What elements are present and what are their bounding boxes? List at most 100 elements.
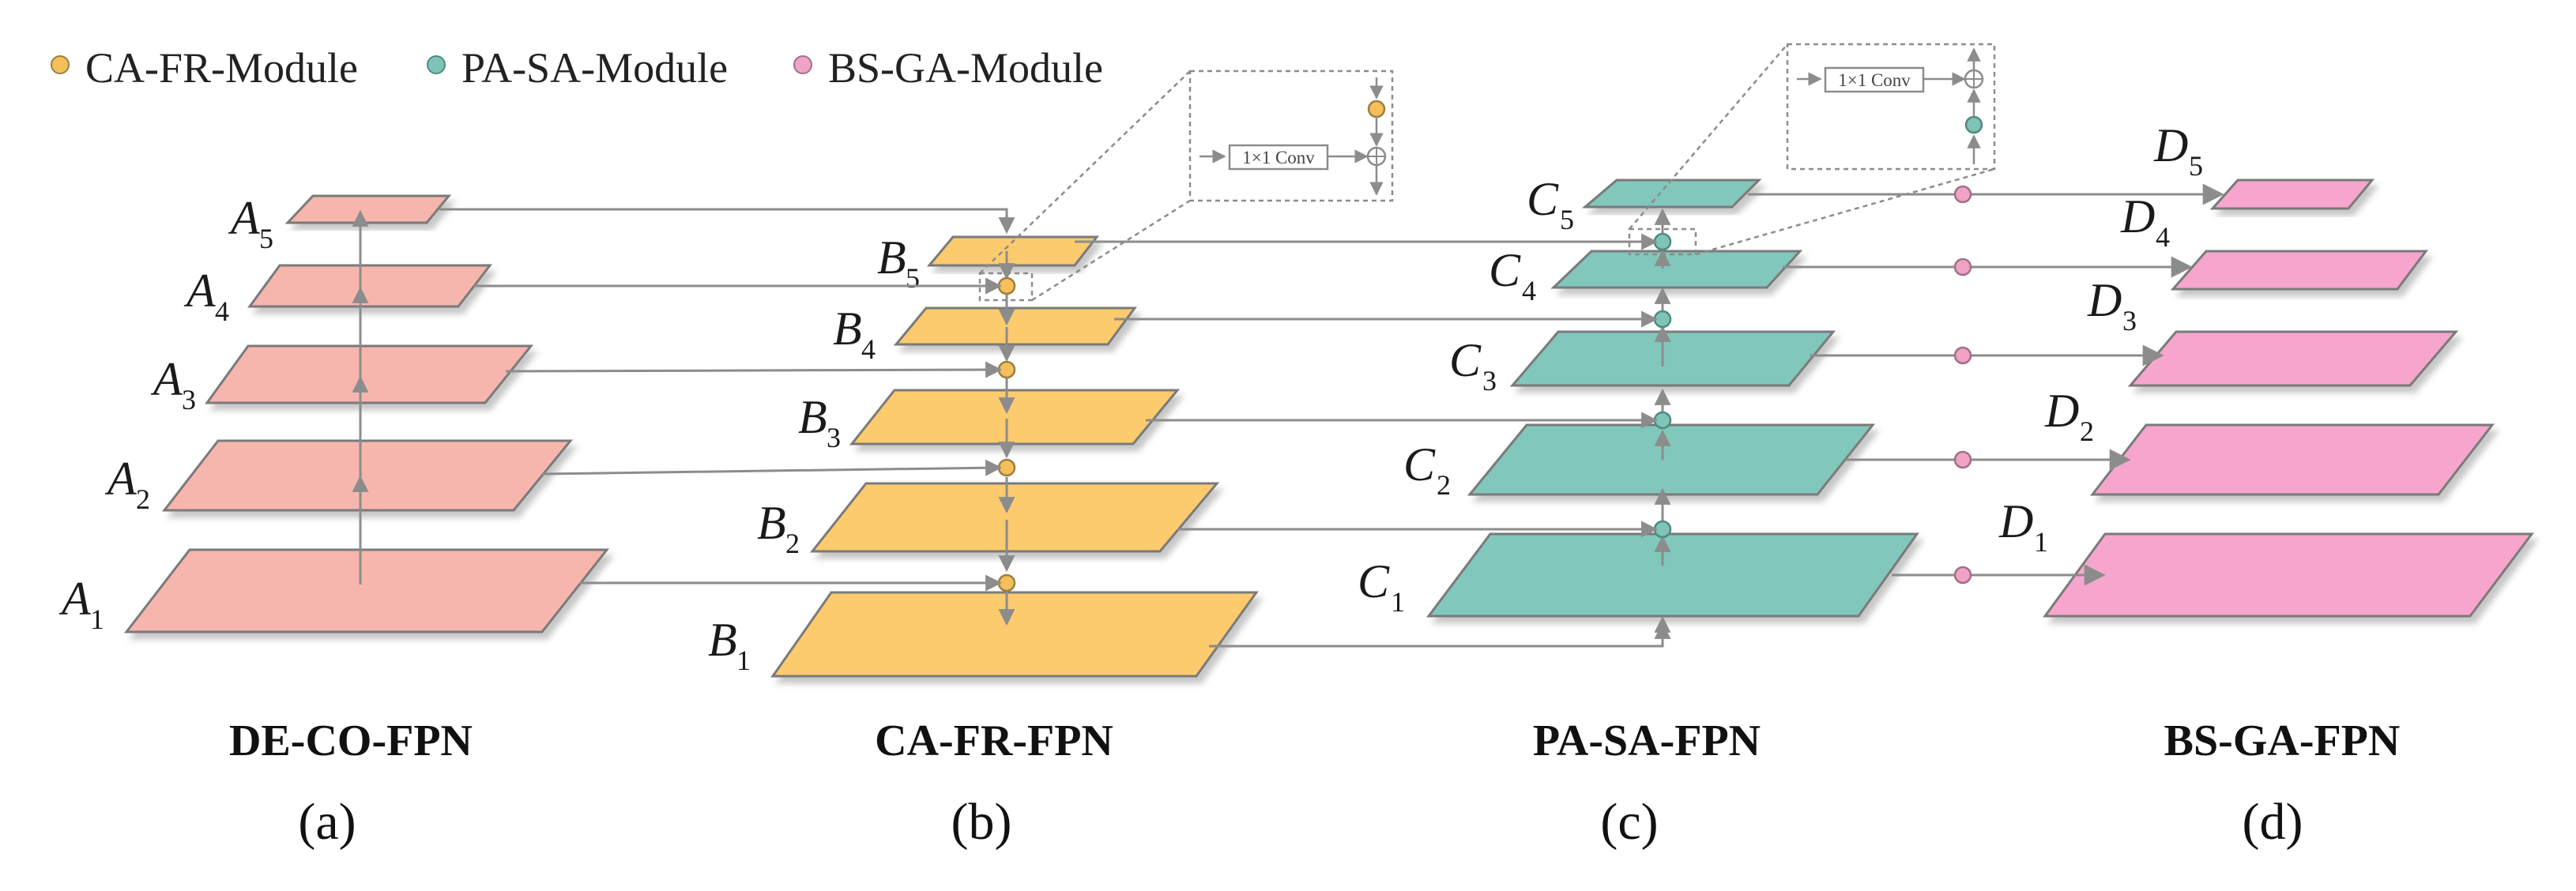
layer-a1 [123,548,610,633]
pa-sa-module-icon [1653,310,1672,329]
svg-text:C: C [1449,334,1482,386]
ca-fr-module-icon [997,458,1016,477]
svg-text:A: A [228,192,260,244]
svg-text:2: 2 [2080,415,2094,447]
inset-c-box [1786,43,1996,171]
inset-c-dashed-box-small [1628,227,1697,256]
layer-a4 [247,264,493,308]
svg-text:3: 3 [2122,305,2137,336]
bs-ga-module-icon [1953,450,1972,469]
svg-text:2: 2 [1437,469,1451,501]
bs-ga-module-icon [1953,185,1972,204]
svg-text:B: B [833,303,862,355]
svg-text:B: B [708,614,737,666]
svg-text:D: D [2044,385,2079,437]
ca-fr-module-icon [997,276,1016,295]
layer-b4 [893,306,1137,346]
bs-ga-module-dot-icon [793,55,812,74]
c-module-dots [1653,232,1672,539]
ca-fr-module-dot-icon [51,55,70,74]
inset-c-conv-label: 1×1 Conv [1838,70,1911,90]
svg-text:D: D [2153,119,2188,171]
ca-fr-module-icon [997,573,1016,592]
svg-text:5: 5 [906,262,920,294]
layer-b1 [770,591,1259,678]
lateral-b-to-c [1075,233,1671,648]
svg-text:3: 3 [182,384,196,415]
layer-d4 [2170,250,2428,291]
lateral-c-to-d [1748,183,2224,586]
svg-text:5: 5 [2189,150,2203,182]
pa-sa-module-icon [1653,411,1672,430]
inset-b-box [1188,70,1394,202]
layer-c2 [1467,423,1876,496]
layer-c5 [1581,179,1762,209]
svg-text:B: B [798,391,827,443]
svg-text:D: D [1998,495,2033,547]
inset-c-pa-sa-detail: 1×1 Conv [1628,43,1996,256]
svg-text:4: 4 [215,295,229,327]
legend: CA-FR-Module PA-SA-Module BS-GA-Module [51,44,1103,92]
legend-label-ca-fr: CA-FR-Module [85,44,358,92]
svg-text:D: D [2120,190,2155,242]
title-c: PA-SA-FPN [1533,716,1761,765]
svg-text:1: 1 [1391,586,1405,618]
svg-text:4: 4 [2156,221,2170,253]
ca-fr-module-icon [997,360,1016,379]
column-titles: DE-CO-FPN CA-FR-FPN PA-SA-FPN BS-GA-FPN [229,716,2400,765]
svg-text:5: 5 [259,223,273,254]
layer-b2 [809,482,1220,553]
svg-text:C: C [1403,438,1436,491]
caption-b: (b) [951,793,1012,851]
d-module-dots [1953,185,1972,585]
layer-a3 [205,344,534,404]
svg-text:B: B [757,497,786,549]
svg-text:B: B [877,231,906,284]
title-b: CA-FR-FPN [875,716,1113,765]
inset-b-dashed-box-small [978,272,1034,302]
caption-c: (c) [1600,793,1658,851]
caption-a: (a) [298,793,356,851]
ca-fr-module-icon [1367,100,1386,118]
svg-text:C: C [1358,555,1390,607]
inset-b-conv-box [1228,144,1329,171]
svg-text:1: 1 [2034,526,2048,558]
layer-b3 [849,389,1181,446]
layer-d1 [2043,532,2534,618]
layer-d3 [2127,330,2459,387]
pa-sa-module-icon [1964,115,1983,134]
title-a: DE-CO-FPN [229,716,473,765]
svg-text:A: A [104,453,137,505]
svg-text:A: A [150,353,183,405]
legend-item-pa-sa: PA-SA-Module [427,44,728,92]
lateral-a-to-b [439,208,1015,592]
legend-label-pa-sa: PA-SA-Module [461,44,728,92]
svg-text:3: 3 [1482,365,1497,397]
circle-plus-icon [1964,69,1984,89]
pa-sa-module-dot-icon [427,55,446,74]
svg-text:2: 2 [785,528,800,559]
circle-plus-icon [1366,146,1387,167]
svg-text:D: D [2087,274,2122,326]
svg-text:4: 4 [1522,275,1536,306]
bs-ga-module-icon [1953,346,1972,365]
